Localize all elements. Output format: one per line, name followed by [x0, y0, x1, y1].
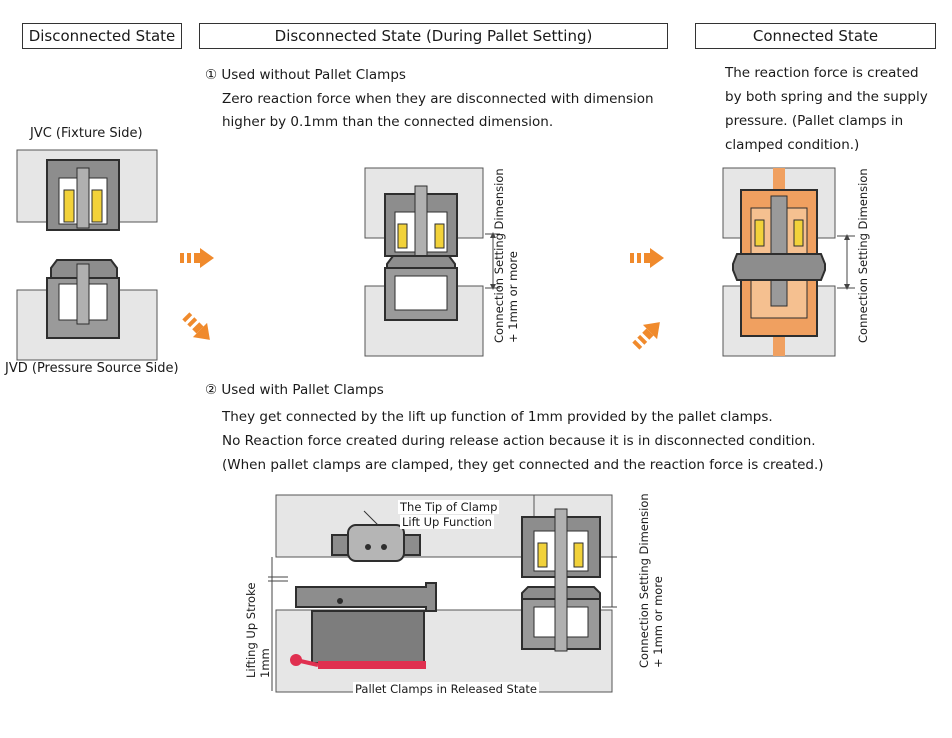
case1-title: ① Used without Pallet Clamps	[205, 67, 406, 83]
case2-line1: They get connected by the lift up functi…	[222, 409, 773, 425]
case2-dim-label-1: Connection Setting Dimension	[637, 493, 651, 668]
lifting-stroke-label: Lifting Up Stroke	[244, 582, 258, 678]
released-state-label: Pallet Clamps in Released State	[353, 682, 539, 696]
header-disconnected: Disconnected State	[22, 23, 182, 49]
connected-line1: The reaction force is created	[725, 65, 919, 81]
tip-of-clamp-label: The Tip of Clamp	[398, 500, 500, 514]
lifting-stroke-value: 1mm	[258, 648, 272, 678]
jvd-label: JVD (Pressure Source Side)	[5, 361, 179, 376]
disconnected-coupler-figure	[16, 149, 158, 361]
case1-line1: Zero reaction force when they are discon…	[222, 91, 654, 107]
arrow-right-icon	[180, 248, 214, 268]
case2-line3: (When pallet clamps are clamped, they ge…	[222, 457, 824, 473]
connected-dim-label: Connection Setting Dimension	[856, 168, 870, 343]
jvc-label: JVC (Fixture Side)	[30, 126, 143, 141]
header-during-pallet-setting: Disconnected State (During Pallet Settin…	[199, 23, 668, 49]
case1-dim-label-2: + 1mm or more	[506, 251, 520, 343]
case1-dim-label-1: Connection Setting Dimension	[492, 168, 506, 343]
arrow-down-right-icon	[182, 312, 210, 340]
case1-line2: higher by 0.1mm than the connected dimen…	[222, 114, 554, 130]
header-connected: Connected State	[695, 23, 936, 49]
connected-line4: clamped condition.)	[725, 137, 860, 153]
case2-title: ② Used with Pallet Clamps	[205, 382, 384, 398]
lift-up-function-label: Lift Up Function	[400, 515, 494, 529]
connected-line3: pressure. (Pallet clamps in	[725, 113, 904, 129]
arrow-right-icon-2	[630, 248, 664, 268]
arrow-up-right-icon	[632, 322, 660, 350]
case2-line2: No Reaction force created during release…	[222, 433, 816, 449]
pallet-clamp-figure	[268, 494, 617, 693]
during-setting-coupler-figure	[364, 167, 500, 357]
case2-dim-label-2: + 1mm or more	[651, 576, 665, 668]
connected-coupler-figure	[722, 167, 855, 357]
connected-line2: by both spring and the supply	[725, 89, 928, 105]
